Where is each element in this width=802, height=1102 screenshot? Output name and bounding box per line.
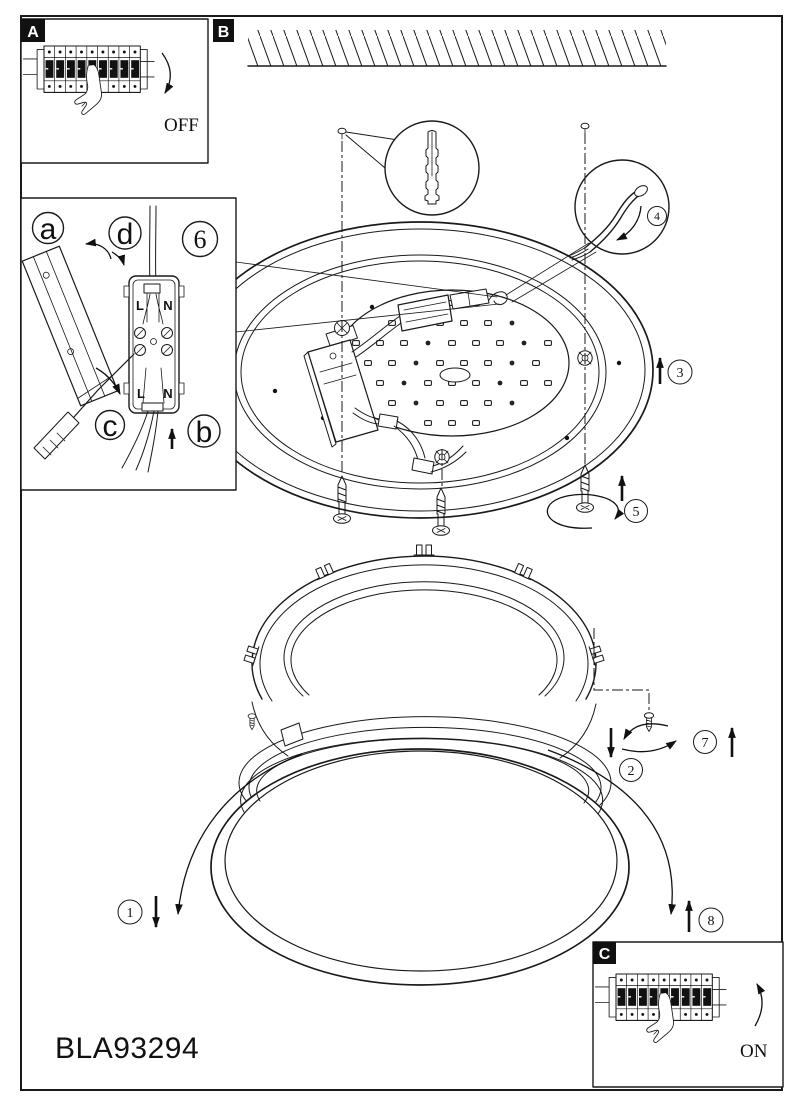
- driver-input-wires: [351, 315, 405, 358]
- panel-a-tag-box: [21, 19, 45, 42]
- panel-a: A OFF: [20, 18, 209, 164]
- panel-b: B: [213, 19, 234, 42]
- led-hole-field: [352, 300, 552, 426]
- terminal-l-bottom: L: [137, 386, 145, 401]
- anchor-callout: [337, 120, 480, 216]
- panel-c: C ON: [592, 941, 784, 1088]
- attach-cover-arrow-icon: [111, 251, 125, 267]
- on-label: ON: [740, 1041, 768, 1062]
- substep-b-label: b: [196, 416, 213, 449]
- driver-output-wires: [352, 407, 467, 475]
- terminal-n-top: N: [163, 298, 172, 313]
- step-5-marker: 5: [546, 474, 648, 529]
- step-5-number: 5: [633, 505, 640, 520]
- twist-arrow-icon: [175, 753, 303, 916]
- panel-c-tag: C: [599, 946, 611, 963]
- remove-cover-arrow-icon: [84, 238, 112, 260]
- product-code: BLA93294: [55, 1032, 199, 1065]
- screwdriver-icon: [33, 353, 135, 460]
- terminal-block: L N L N: [121, 205, 185, 473]
- step-6-number: 6: [194, 225, 207, 254]
- step-3-marker: 3: [656, 356, 693, 385]
- mains-cable-icon: [567, 185, 648, 261]
- detail-leader-lines: [235, 261, 500, 333]
- substep-d-label: d: [117, 218, 134, 251]
- wiring-detail: L N L N a d 6 c b: [20, 197, 237, 491]
- step-2-7-group: 2 7: [593, 628, 736, 782]
- trim-ring: [242, 544, 606, 759]
- rotate-arrow-icon: [623, 723, 669, 740]
- led-board-center-hole: [439, 367, 471, 383]
- tighten-arrow-icon: [95, 367, 121, 395]
- terminal-l-top: L: [136, 298, 144, 313]
- step-1-marker: 1: [117, 753, 303, 929]
- substep-a-label: a: [40, 213, 57, 246]
- alignment-guides: [341, 133, 586, 486]
- diffuser-dome: [210, 737, 630, 986]
- substep-c-label: c: [103, 410, 118, 443]
- rotate-arrow-icon: [621, 740, 677, 753]
- panel-a-tag: A: [27, 24, 39, 41]
- ceiling-hatch: [247, 30, 667, 67]
- lamp-body-top: [238, 716, 612, 811]
- panel-b-tag: B: [218, 24, 230, 41]
- mains-connector: [397, 288, 508, 332]
- panel-c-tag-box: [593, 942, 616, 964]
- step-2-number: 2: [628, 764, 635, 779]
- step-7-number: 7: [702, 736, 709, 751]
- cable-callout: 4: [505, 122, 670, 303]
- twist-arrow-icon: [547, 749, 677, 916]
- step-4-number: 4: [654, 211, 660, 223]
- step-1-number: 1: [127, 906, 134, 921]
- switch-on-arrow-icon: [754, 983, 766, 1027]
- supply-wires: [121, 410, 159, 473]
- bend-cable-arrow-icon: [616, 205, 642, 241]
- mounting-plate: [186, 221, 654, 519]
- wall-plug-icon: [424, 130, 440, 205]
- step-8-marker: 8: [547, 749, 724, 933]
- step-3-number: 3: [677, 366, 684, 381]
- step-8-number: 8: [708, 914, 715, 929]
- off-label: OFF: [164, 115, 199, 136]
- panel-b-tag-box: [213, 19, 234, 42]
- terminal-cover-icon: [21, 245, 119, 407]
- terminal-n-bottom: N: [163, 386, 172, 401]
- rotate-screw-arrow-icon: [546, 493, 625, 529]
- switch-off-arrow-icon: [161, 52, 174, 94]
